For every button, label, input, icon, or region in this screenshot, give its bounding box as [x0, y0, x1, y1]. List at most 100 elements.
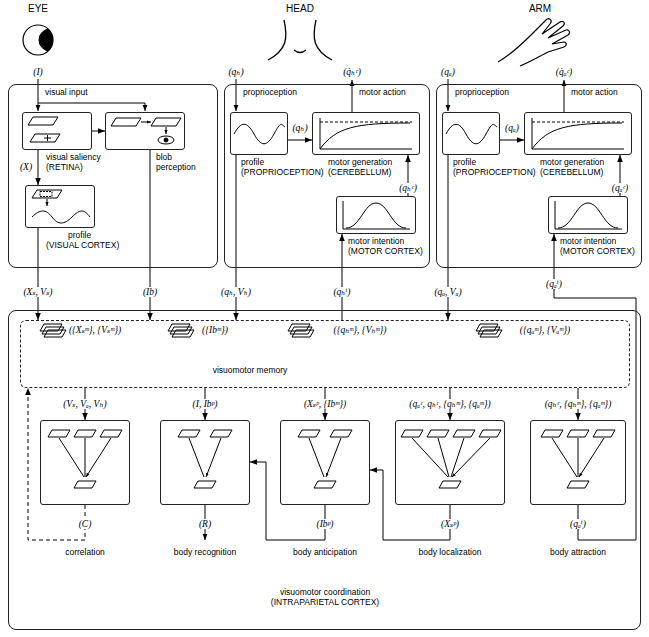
- blob-map: [111, 118, 181, 144]
- edge-label: (qₐⁱ): [545, 279, 563, 290]
- label-slot: (Ibᵖ): [316, 519, 335, 530]
- text-slot: motor intention (MOTOR CORTEX): [348, 237, 428, 257]
- node-label: blob perception: [156, 153, 206, 173]
- flow-label: proprioception: [242, 88, 298, 98]
- label-slot: visual input: [44, 88, 89, 98]
- node-label: body attraction: [523, 548, 633, 558]
- signal-label: (q̇ₕᶜ): [342, 67, 362, 78]
- label-slot: (Xₛᵖ): [440, 519, 460, 530]
- process-box: body attraction: [530, 420, 626, 505]
- text-slot: visual saliency (RETINA): [46, 153, 112, 173]
- map-layer: [330, 430, 352, 437]
- node-label: motor intention (MOTOR CORTEX): [348, 237, 428, 257]
- label-slot: (I, Ibᵖ): [192, 399, 219, 410]
- edge-label: (qₐ, Vₐ): [433, 287, 462, 298]
- label-slot: (X): [19, 162, 33, 173]
- node-label: motor generation (CEREBELLUM): [328, 158, 404, 178]
- edge-label: (qₕ): [291, 123, 308, 134]
- generation-curve: [320, 118, 412, 149]
- text-slot: body localization: [395, 548, 505, 558]
- node-label: EYE: [8, 3, 68, 15]
- retina-map: [28, 117, 58, 125]
- text-slot: body anticipation: [270, 548, 380, 558]
- intention-curve: [555, 201, 622, 229]
- generation-curve: [320, 118, 624, 149]
- edge-label: (qₐ): [504, 123, 520, 134]
- memory-stack: [292, 330, 314, 337]
- label-slot: (qₐ): [440, 67, 456, 78]
- arm-icon: [498, 19, 569, 66]
- node-label: visual saliency (RETINA): [46, 153, 112, 173]
- node-label: visuomotor coordination (INTRAPARIETAL C…: [250, 588, 400, 608]
- label-slot: (Xₛ, Vₛ): [22, 287, 53, 298]
- edge-label: (qₐᶜ): [611, 183, 629, 194]
- visual-profile: [32, 211, 90, 223]
- generation-curve: [532, 123, 622, 149]
- label-slot: (qₕ): [227, 67, 244, 78]
- flow-label: proprioception: [454, 88, 510, 98]
- process-box: body recognition: [160, 420, 250, 505]
- memory-stack: [44, 330, 66, 337]
- label-slot: (qₐⁱ): [545, 279, 563, 290]
- map-layer: [541, 430, 563, 437]
- text-slot: ({qₐᵐ}, {Vₐᵐ}): [505, 325, 585, 336]
- edge-label: (X): [19, 162, 33, 173]
- blob-map: [111, 118, 141, 126]
- text-slot: correlation: [30, 548, 140, 558]
- text-slot: motor intention (MOTOR CORTEX): [560, 237, 640, 257]
- parietal-region: visuomotor coordination (INTRAPARIETAL C…: [8, 310, 641, 630]
- proprioception-curve: [234, 124, 497, 144]
- connector: [38, 228, 39, 320]
- edge-label: (qₕᶜ, {qₕᵐ}, {qₐᵐ}): [544, 399, 613, 410]
- label-slot: motor action: [358, 88, 407, 98]
- proprioception-box: profile (PROPRIOCEPTION): [230, 112, 288, 155]
- map-layer: [189, 438, 221, 477]
- signal-label: (R): [198, 519, 212, 530]
- proprioception-curve: [446, 124, 497, 144]
- eye-module: EYEvisual saliency (RETINA)blob percepti…: [8, 84, 218, 268]
- connectors: [28, 131, 636, 540]
- eye-icon: [23, 25, 61, 55]
- node-label: HEAD: [270, 3, 330, 15]
- map-layer: [427, 430, 449, 437]
- edge-label: (qₕ, Vₕ): [220, 287, 252, 298]
- retina-map: [30, 134, 60, 142]
- node-label: motor intention (MOTOR CORTEX): [560, 237, 640, 257]
- generation-curve: [532, 122, 624, 123]
- map-layer: [178, 430, 200, 437]
- map-layer: [298, 430, 320, 437]
- edge-label: (Xₛᵖ, {Ibᵐ}): [303, 399, 347, 410]
- generation-curve: [320, 122, 412, 123]
- blob-box: blob perception: [105, 112, 185, 150]
- drawing: [23, 19, 624, 540]
- flow-label: motor action: [570, 88, 619, 98]
- label-slot: (Xₛᵖ, {Ibᵐ}): [303, 399, 347, 410]
- map-layer: [567, 481, 589, 488]
- arm-module: ARMprofile (PROPRIOCEPTION)motor generat…: [436, 84, 642, 268]
- head-module: HEADprofile (PROPRIOCEPTION)motor genera…: [224, 84, 430, 268]
- text-slot: body recognition: [150, 548, 260, 558]
- memory-stack: [172, 330, 194, 337]
- edge-label: (Ib): [142, 287, 158, 298]
- map-layer: [552, 438, 604, 477]
- motor-cortex-box: motor intention (MOTOR CORTEX): [336, 196, 416, 234]
- arm-icon: [498, 19, 569, 66]
- visual-profile: [32, 190, 62, 198]
- node-label: visuomotor memory: [200, 366, 300, 376]
- blob-map: [164, 138, 168, 142]
- edge-label: (qₕⁱ): [332, 287, 351, 298]
- node-label: ARM: [510, 3, 570, 15]
- edge-label: (C): [78, 519, 93, 530]
- edge-label: (Ibᵖ): [316, 519, 335, 530]
- text-slot: body attraction: [523, 548, 633, 558]
- text-slot: motor generation (CEREBELLUM): [540, 158, 616, 178]
- proprioception-box: profile (PROPRIOCEPTION): [442, 112, 500, 155]
- intention-curve: [343, 201, 410, 229]
- signal-label: ({qₐᵐ}, {Vₐᵐ}): [505, 325, 585, 336]
- node-label: profile (VISUAL CORTEX): [46, 231, 122, 251]
- map-layer: [48, 430, 70, 437]
- signal-label: ({qₕᵐ}, {Vₕᵐ}): [320, 325, 400, 336]
- label-slot: (C): [78, 519, 93, 530]
- map-layer: [100, 430, 122, 437]
